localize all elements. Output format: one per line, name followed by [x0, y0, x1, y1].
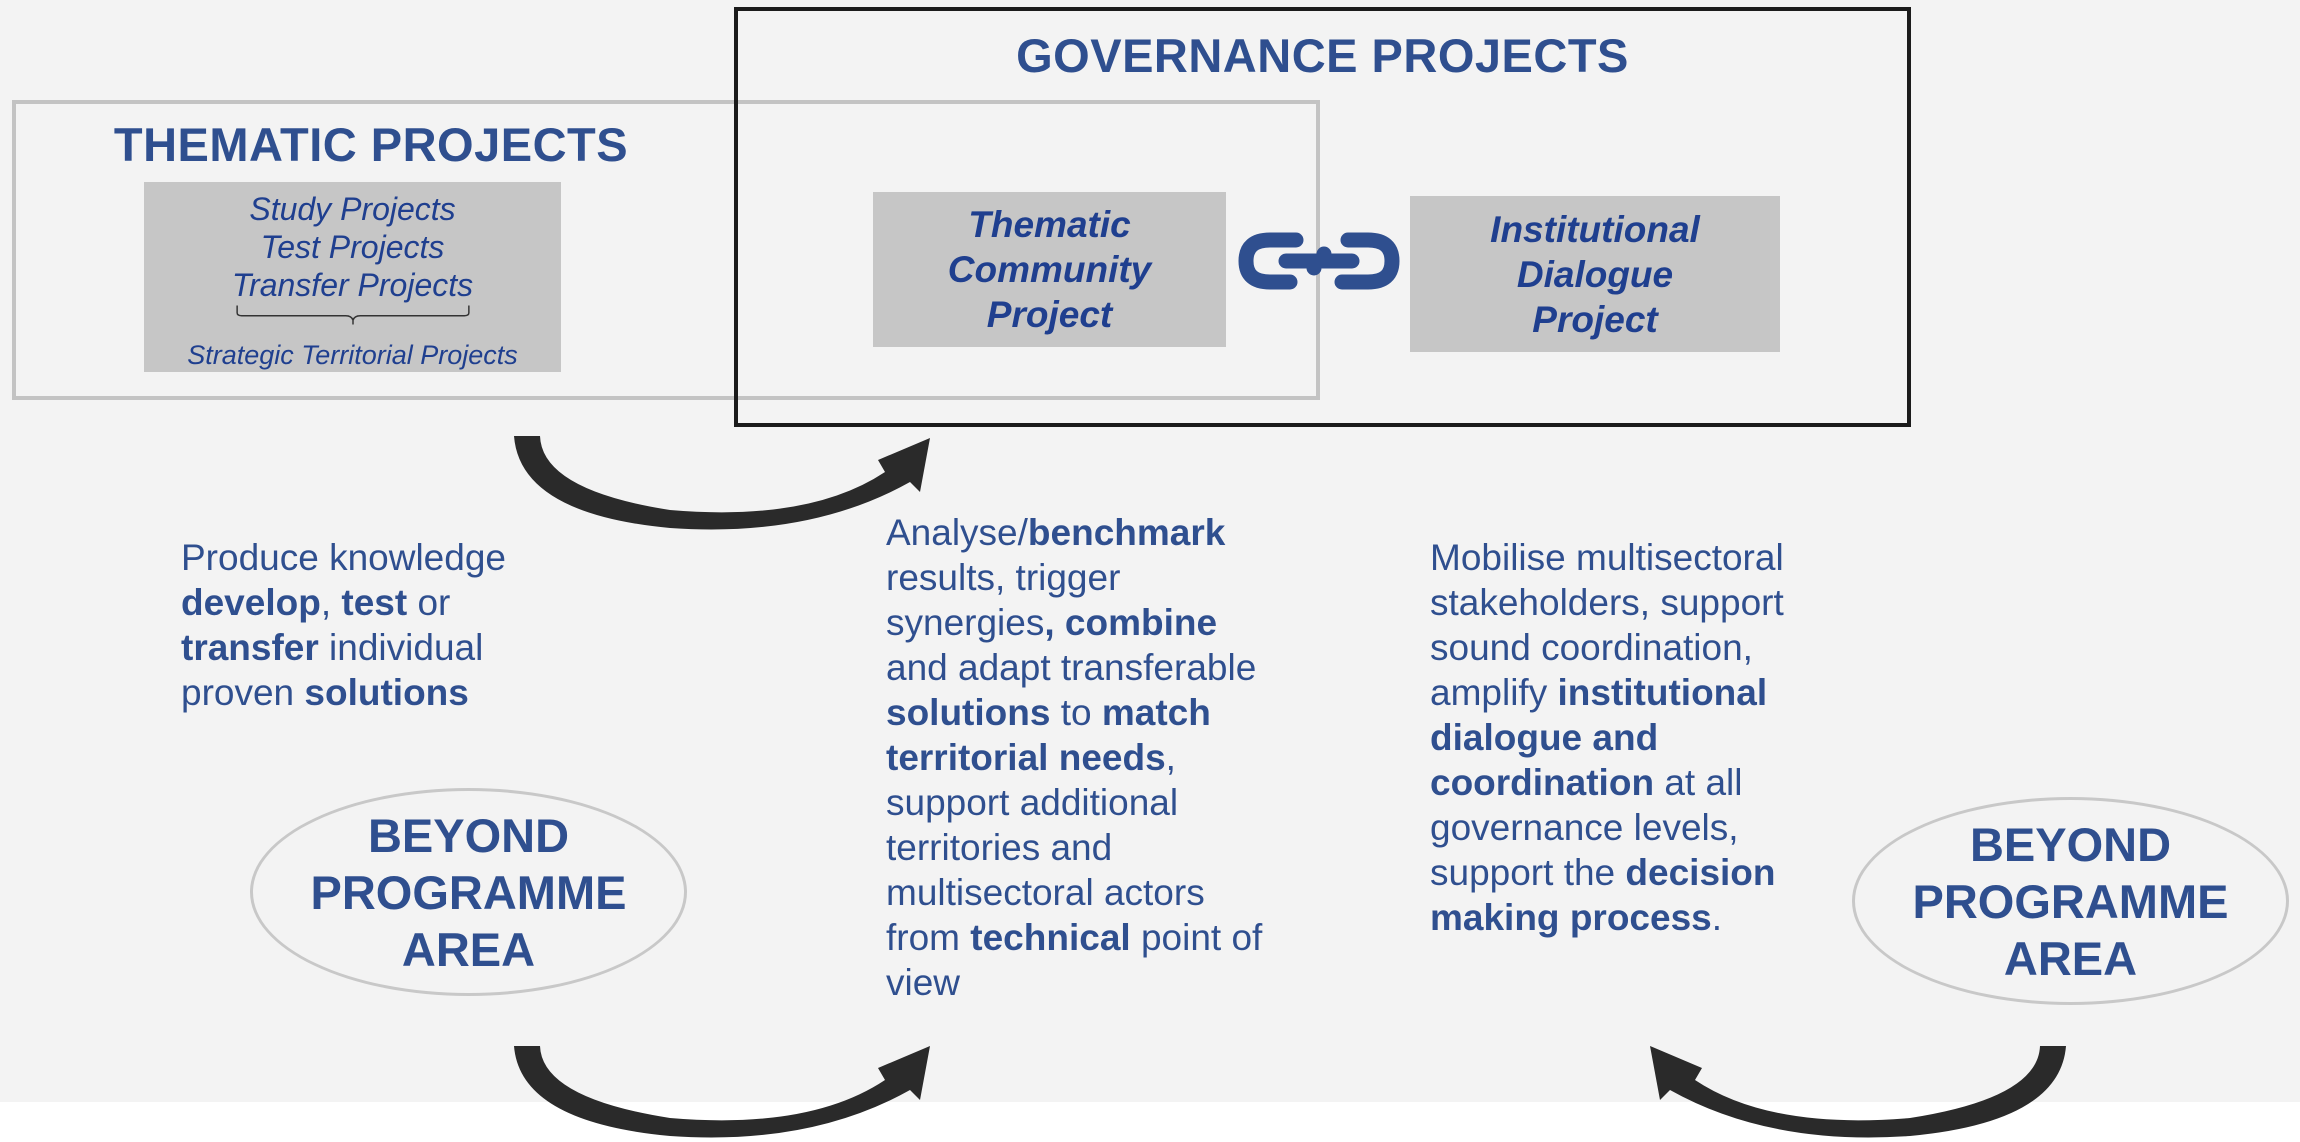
- emphasis-text: coordination: [1430, 762, 1655, 803]
- body-text: to: [1050, 692, 1102, 733]
- emphasis-text: test: [341, 582, 408, 623]
- governance-projects-title: GOVERNANCE PROJECTS: [1016, 29, 1629, 82]
- beyond-programme-area-right: BEYOND PROGRAMME AREA: [1852, 797, 2289, 1005]
- study-projects-label: Study Projects: [249, 191, 456, 227]
- body-text: support additional: [886, 782, 1179, 823]
- body-text: point of: [1130, 917, 1263, 958]
- body-text: ,: [320, 582, 342, 623]
- description-line: amplify institutional: [1430, 670, 1870, 715]
- body-text: synergies: [886, 602, 1045, 643]
- description-line: from technical point of: [886, 915, 1336, 960]
- emphasis-text: develop: [181, 582, 321, 623]
- emphasis-text: transfer: [181, 627, 319, 668]
- description-line: results, trigger: [886, 555, 1336, 600]
- description-line: coordination at all: [1430, 760, 1870, 805]
- emphasis-text: making process: [1430, 897, 1712, 938]
- curved-arrow-icon: [514, 1046, 930, 1138]
- emphasis-text: dialogue and: [1430, 717, 1659, 758]
- body-text: .: [1711, 897, 1723, 938]
- emphasis-text: territorial needs: [886, 737, 1166, 778]
- description-line: Analyse/benchmark: [886, 510, 1336, 555]
- dialogue-project-line-3: Project: [1532, 298, 1658, 340]
- emphasis-text: match: [1101, 692, 1211, 733]
- body-text: individual: [318, 627, 484, 668]
- description-line: support additional: [886, 780, 1336, 825]
- description-line: develop, test or: [181, 580, 581, 625]
- body-text: territories and: [886, 827, 1113, 868]
- body-text: proven: [181, 672, 305, 713]
- body-text: multisectoral actors: [886, 872, 1205, 913]
- body-text: Produce knowledge: [181, 537, 506, 578]
- body-text: from: [886, 917, 971, 958]
- description-line: Mobilise multisectoral: [1430, 535, 1870, 580]
- emphasis-text: solutions: [304, 672, 469, 713]
- beyond-right-line-1: BEYOND: [1969, 817, 2172, 871]
- description-line: Produce knowledge: [181, 535, 581, 580]
- beyond-programme-area-left: BEYOND PROGRAMME AREA: [250, 788, 687, 996]
- community-project-line-2: Community: [947, 249, 1152, 290]
- description-line: territories and: [886, 825, 1336, 870]
- body-text: Mobilise multisectoral: [1430, 537, 1784, 578]
- community-project-line-3: Project: [986, 294, 1113, 335]
- body-text: at all: [1654, 762, 1743, 803]
- body-text: governance levels,: [1430, 807, 1739, 848]
- test-projects-label: Test Projects: [260, 229, 445, 265]
- beyond-right-line-2: PROGRAMME: [1912, 874, 2229, 928]
- body-text: stakeholders, support: [1430, 582, 1784, 623]
- emphasis-text: technical: [970, 917, 1131, 958]
- description-line: synergies, combine: [886, 600, 1336, 645]
- institutional-dialogue-project-box: Institutional Dialogue Project: [1410, 196, 1780, 352]
- thematic-project-types-box: Study Projects Test Projects Transfer Pr…: [144, 182, 561, 372]
- dialogue-project-line-1: Institutional: [1490, 208, 1700, 250]
- body-text: or: [407, 582, 451, 623]
- description-line: multisectoral actors: [886, 870, 1336, 915]
- description-line: support the decision: [1430, 850, 1870, 895]
- description-line: solutions to match: [886, 690, 1336, 735]
- body-text: results, trigger: [886, 557, 1121, 598]
- description-line: transfer individual: [181, 625, 581, 670]
- beyond-right-line-3: AREA: [2003, 931, 2138, 985]
- description-line: governance levels,: [1430, 805, 1870, 850]
- description-line: and adapt transferable: [886, 645, 1336, 690]
- beyond-left-line-3: AREA: [401, 922, 536, 976]
- emphasis-text: decision: [1625, 852, 1776, 893]
- emphasis-text: institutional: [1557, 672, 1768, 713]
- description-line: making process.: [1430, 895, 1870, 940]
- governance-projects-frame: [734, 7, 1911, 427]
- emphasis-text: solutions: [886, 692, 1051, 733]
- curved-arrow-icon: [1650, 1046, 2066, 1138]
- link-chain-icon: [1238, 232, 1400, 290]
- description-line: view: [886, 960, 1336, 1005]
- description-line: proven solutions: [181, 670, 581, 715]
- thematic-community-project-box: Thematic Community Project: [873, 192, 1226, 347]
- beyond-left-line-1: BEYOND: [367, 808, 570, 862]
- body-text: ,: [1165, 737, 1176, 778]
- emphasis-text: , combine: [1044, 602, 1218, 643]
- description-line: sound coordination,: [1430, 625, 1870, 670]
- body-text: Analyse/: [886, 512, 1028, 553]
- body-text: support the: [1430, 852, 1626, 893]
- body-text: amplify: [1430, 672, 1558, 713]
- emphasis-text: benchmark: [1027, 512, 1226, 553]
- body-text: sound coordination,: [1430, 627, 1753, 668]
- dialogue-project-line-2: Dialogue: [1516, 253, 1674, 295]
- description-line: stakeholders, support: [1430, 580, 1870, 625]
- curved-arrow-icon: [514, 436, 930, 530]
- body-text: view: [886, 962, 961, 1003]
- beyond-left-line-2: PROGRAMME: [310, 865, 627, 919]
- thematic-projects-title: THEMATIC PROJECTS: [113, 118, 629, 171]
- transfer-projects-label: Transfer Projects: [231, 267, 474, 303]
- community-project-line-1: Thematic: [968, 204, 1131, 245]
- curly-brace-icon: [235, 305, 470, 325]
- description-line: dialogue and: [1430, 715, 1870, 760]
- body-text: and adapt transferable: [886, 647, 1257, 688]
- description-line: territorial needs,: [886, 735, 1336, 780]
- strategic-territorial-projects-label: Strategic Territorial Projects: [187, 340, 518, 370]
